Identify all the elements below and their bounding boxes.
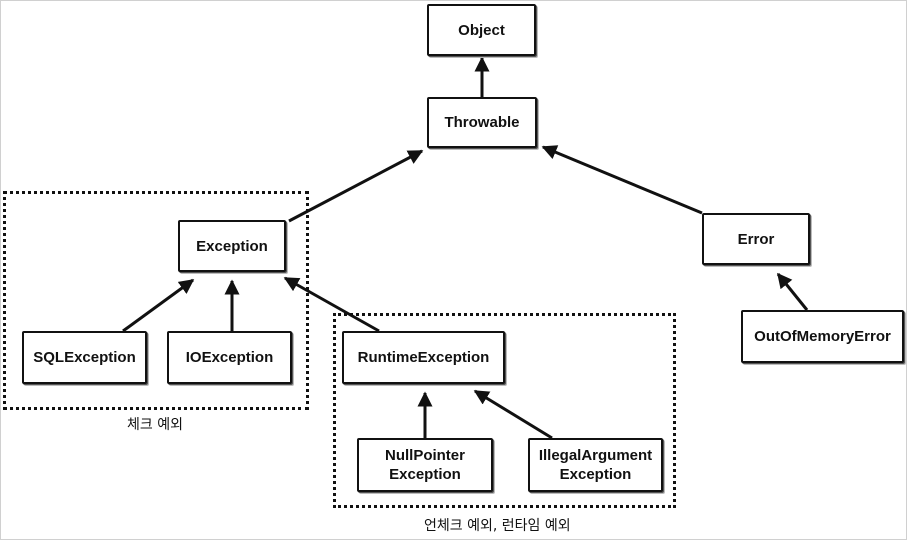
arrow-error-to-throwable bbox=[541, 145, 703, 215]
node-error: Error bbox=[702, 213, 810, 265]
unchecked-exception-group bbox=[333, 313, 676, 508]
node-outofmemoryerror: OutOfMemoryError bbox=[741, 310, 904, 363]
node-throwable-label: Throwable bbox=[444, 114, 520, 131]
arrow-illegalargument-to-runtimeexception bbox=[473, 389, 553, 440]
node-ioexception: IOException bbox=[167, 331, 292, 384]
node-exception: Exception bbox=[178, 220, 286, 272]
node-nullpointerexception: NullPointer Exception bbox=[357, 438, 493, 492]
unchecked-exception-caption: 언체크 예외, 런타임 예외 bbox=[424, 518, 571, 534]
node-illegalargumentexception: IllegalArgument Exception bbox=[528, 438, 663, 492]
node-runtimeexception: RuntimeException bbox=[342, 331, 505, 384]
node-outofmemoryerror-label: OutOfMemoryError bbox=[754, 328, 891, 345]
node-object-label: Object bbox=[458, 21, 505, 39]
node-ioexception-label: IOException bbox=[185, 349, 274, 366]
checked-exception-group bbox=[3, 191, 309, 410]
node-illegalargumentexception-line1: IllegalArgument bbox=[538, 447, 653, 464]
node-sqlexception-label: SQLException bbox=[33, 349, 136, 366]
node-error-label: Error bbox=[737, 230, 775, 248]
node-object: Object bbox=[427, 4, 536, 56]
node-illegalargumentexception-line2: Exception bbox=[559, 466, 632, 483]
node-throwable: Throwable bbox=[427, 97, 537, 148]
arrow-exception-to-throwable bbox=[288, 149, 424, 223]
arrow-sqlexception-to-exception bbox=[122, 278, 195, 333]
arrow-outofmemory-to-error bbox=[776, 272, 809, 311]
node-sqlexception: SQLException bbox=[22, 331, 147, 384]
node-nullpointerexception-line1: NullPointer bbox=[384, 447, 465, 464]
node-nullpointerexception-line2: Exception bbox=[389, 466, 461, 483]
node-runtimeexception-label: RuntimeException bbox=[357, 349, 490, 366]
arrow-runtimeexception-to-exception bbox=[283, 276, 380, 333]
node-exception-label: Exception bbox=[196, 237, 268, 255]
checked-exception-caption: 체크 예외 bbox=[127, 417, 183, 433]
